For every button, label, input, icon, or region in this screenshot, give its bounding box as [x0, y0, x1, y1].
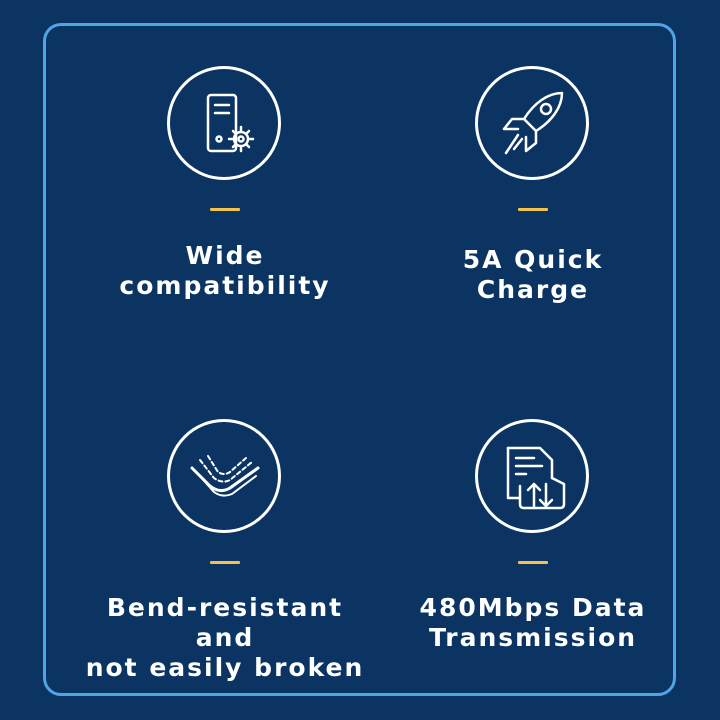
feature-label: 480Mbps Data Transmission [383, 593, 683, 653]
feature-label-line: 480Mbps Data [419, 593, 647, 622]
bent-cable-icon [190, 455, 260, 497]
accent-dash [518, 561, 548, 564]
feature-label-line: not easily broken [85, 653, 365, 682]
feature-icon-ring [475, 66, 589, 180]
accent-dash [210, 208, 240, 211]
feature-label-line: Transmission [428, 623, 638, 652]
rocket-icon [502, 91, 564, 155]
feature-icon-ring [475, 419, 589, 533]
feature-label: Bend-resistant and not easily broken [75, 593, 375, 683]
feature-label: 5A Quick Charge [383, 245, 683, 305]
feature-label: Wide compatibility [75, 241, 375, 301]
file-transfer-icon [506, 446, 566, 510]
accent-dash [518, 208, 548, 211]
feature-label-line: compatibility [119, 271, 331, 300]
feature-icon-ring [167, 419, 281, 533]
feature-label-line: Wide [185, 241, 265, 270]
feature-label-line: Bend-resistant and [106, 593, 344, 652]
device-settings-icon [206, 93, 255, 153]
accent-dash [210, 561, 240, 564]
feature-label-line: 5A Quick [462, 245, 604, 274]
feature-icon-ring [167, 66, 281, 180]
feature-label-line: Charge [476, 275, 590, 304]
